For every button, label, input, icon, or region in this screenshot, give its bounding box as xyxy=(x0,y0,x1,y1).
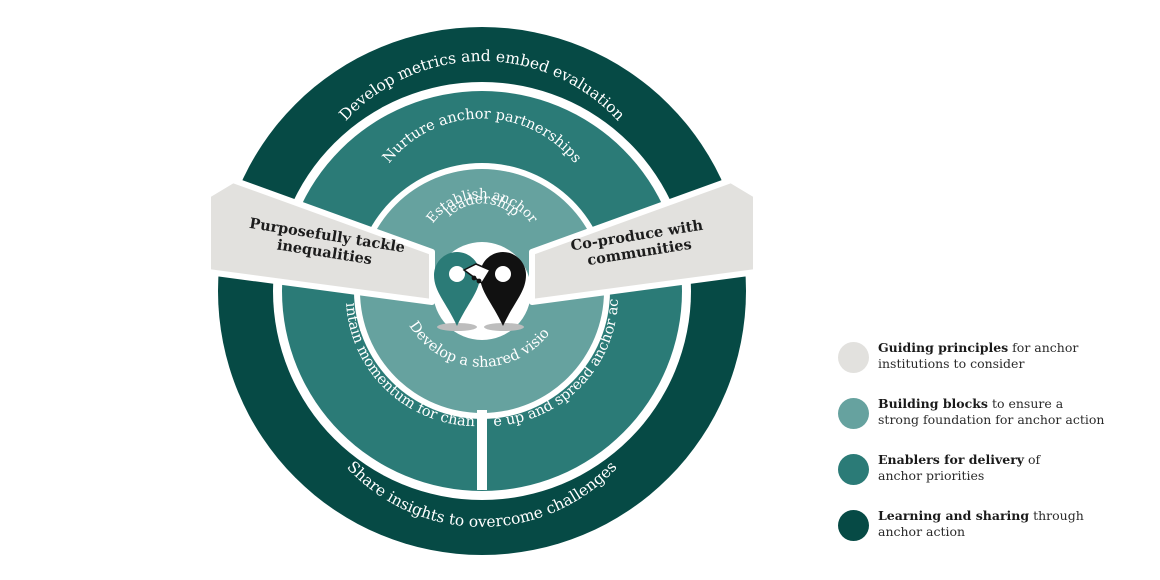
legend-learning-bold: Learning and sharing xyxy=(878,508,1030,523)
legend-guiding-rest: for anchor xyxy=(1008,340,1079,355)
legend-learning-rest: through xyxy=(1029,508,1084,523)
legend-enablers-bold: Enablers for delivery xyxy=(878,452,1025,467)
legend-guiding-bold: Guiding principles xyxy=(878,340,1009,355)
legend-item-learning: Learning and sharing through anchor acti… xyxy=(838,508,1138,544)
legend-enablers-rest: of xyxy=(1024,452,1041,467)
legend-guiding-line2: institutions to consider xyxy=(878,356,1025,371)
legend-enablers-line2: anchor priorities xyxy=(878,468,985,483)
legend-swatch-building xyxy=(838,398,869,429)
legend-item-enablers: Enablers for delivery of anchor prioriti… xyxy=(838,452,1138,488)
legend: Guiding principles for anchor institutio… xyxy=(838,340,1138,564)
legend-swatch-enablers xyxy=(838,454,869,485)
legend-building-rest: to ensure a xyxy=(987,396,1064,411)
middle-ring-divider xyxy=(477,410,487,490)
legend-item-guiding: Guiding principles for anchor institutio… xyxy=(838,340,1138,376)
legend-swatch-learning xyxy=(838,510,869,541)
legend-building-bold: Building blocks xyxy=(878,396,988,411)
band-right-guiding xyxy=(529,177,759,305)
legend-item-building: Building blocks to ensure a strong found… xyxy=(838,396,1138,432)
legend-swatch-guiding xyxy=(838,342,869,373)
handshake-map-pins-icon xyxy=(434,252,526,331)
band-left-guiding xyxy=(205,177,435,305)
legend-learning-line2: anchor action xyxy=(878,524,966,539)
legend-building-line2: strong foundation for anchor action xyxy=(878,412,1105,427)
